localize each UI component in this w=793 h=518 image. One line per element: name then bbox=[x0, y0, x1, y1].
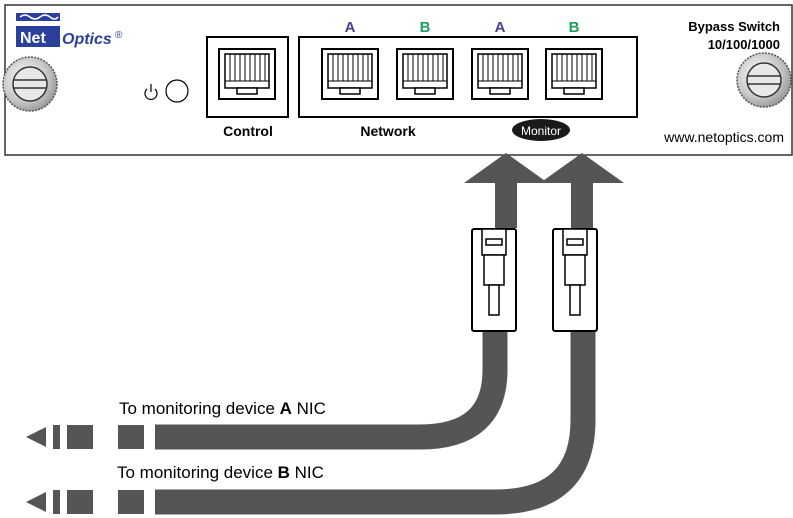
cable-b-label: To monitoring device B NIC bbox=[117, 463, 324, 482]
monitor-port-a bbox=[471, 48, 529, 100]
control-label: Control bbox=[223, 123, 273, 139]
device-title-line2: 10/100/1000 bbox=[708, 37, 780, 52]
network-label: Network bbox=[360, 123, 415, 139]
network-port-a bbox=[321, 48, 379, 100]
net-optics-logo: Net Optics ® bbox=[16, 13, 123, 48]
logo-registered-mark: ® bbox=[115, 30, 123, 41]
arrow-left-a-icon bbox=[26, 425, 144, 449]
left-mounting-screw-icon bbox=[2, 56, 58, 112]
monitor-label: Monitor bbox=[521, 124, 561, 138]
arrow-left-b-icon bbox=[26, 490, 144, 514]
website-text: www.netoptics.com bbox=[663, 129, 784, 145]
right-mounting-screw-icon bbox=[736, 52, 792, 108]
logo-net-text: Net bbox=[20, 30, 46, 47]
plug-a bbox=[471, 228, 517, 332]
cable-b bbox=[155, 330, 596, 515]
cable-a bbox=[155, 330, 508, 450]
power-led bbox=[165, 79, 189, 103]
monitor-port-b bbox=[545, 48, 603, 100]
port-letter-monitor-b: B bbox=[569, 19, 580, 36]
cable-a-label: To monitoring device A NIC bbox=[119, 399, 326, 418]
plug-b bbox=[552, 228, 598, 332]
device-title-line1: Bypass Switch bbox=[688, 19, 780, 34]
monitor-badge bbox=[512, 119, 570, 141]
logo-optics-text: Optics bbox=[62, 31, 112, 48]
power-icon bbox=[144, 84, 158, 100]
port-letter-network-a: A bbox=[345, 19, 356, 36]
port-letter-monitor-a: A bbox=[495, 19, 506, 36]
arrow-up-a-icon bbox=[464, 153, 548, 228]
port-letter-network-b: B bbox=[420, 19, 431, 36]
arrow-up-b-icon bbox=[540, 153, 624, 228]
network-port-b bbox=[396, 48, 454, 100]
control-port bbox=[218, 48, 276, 100]
